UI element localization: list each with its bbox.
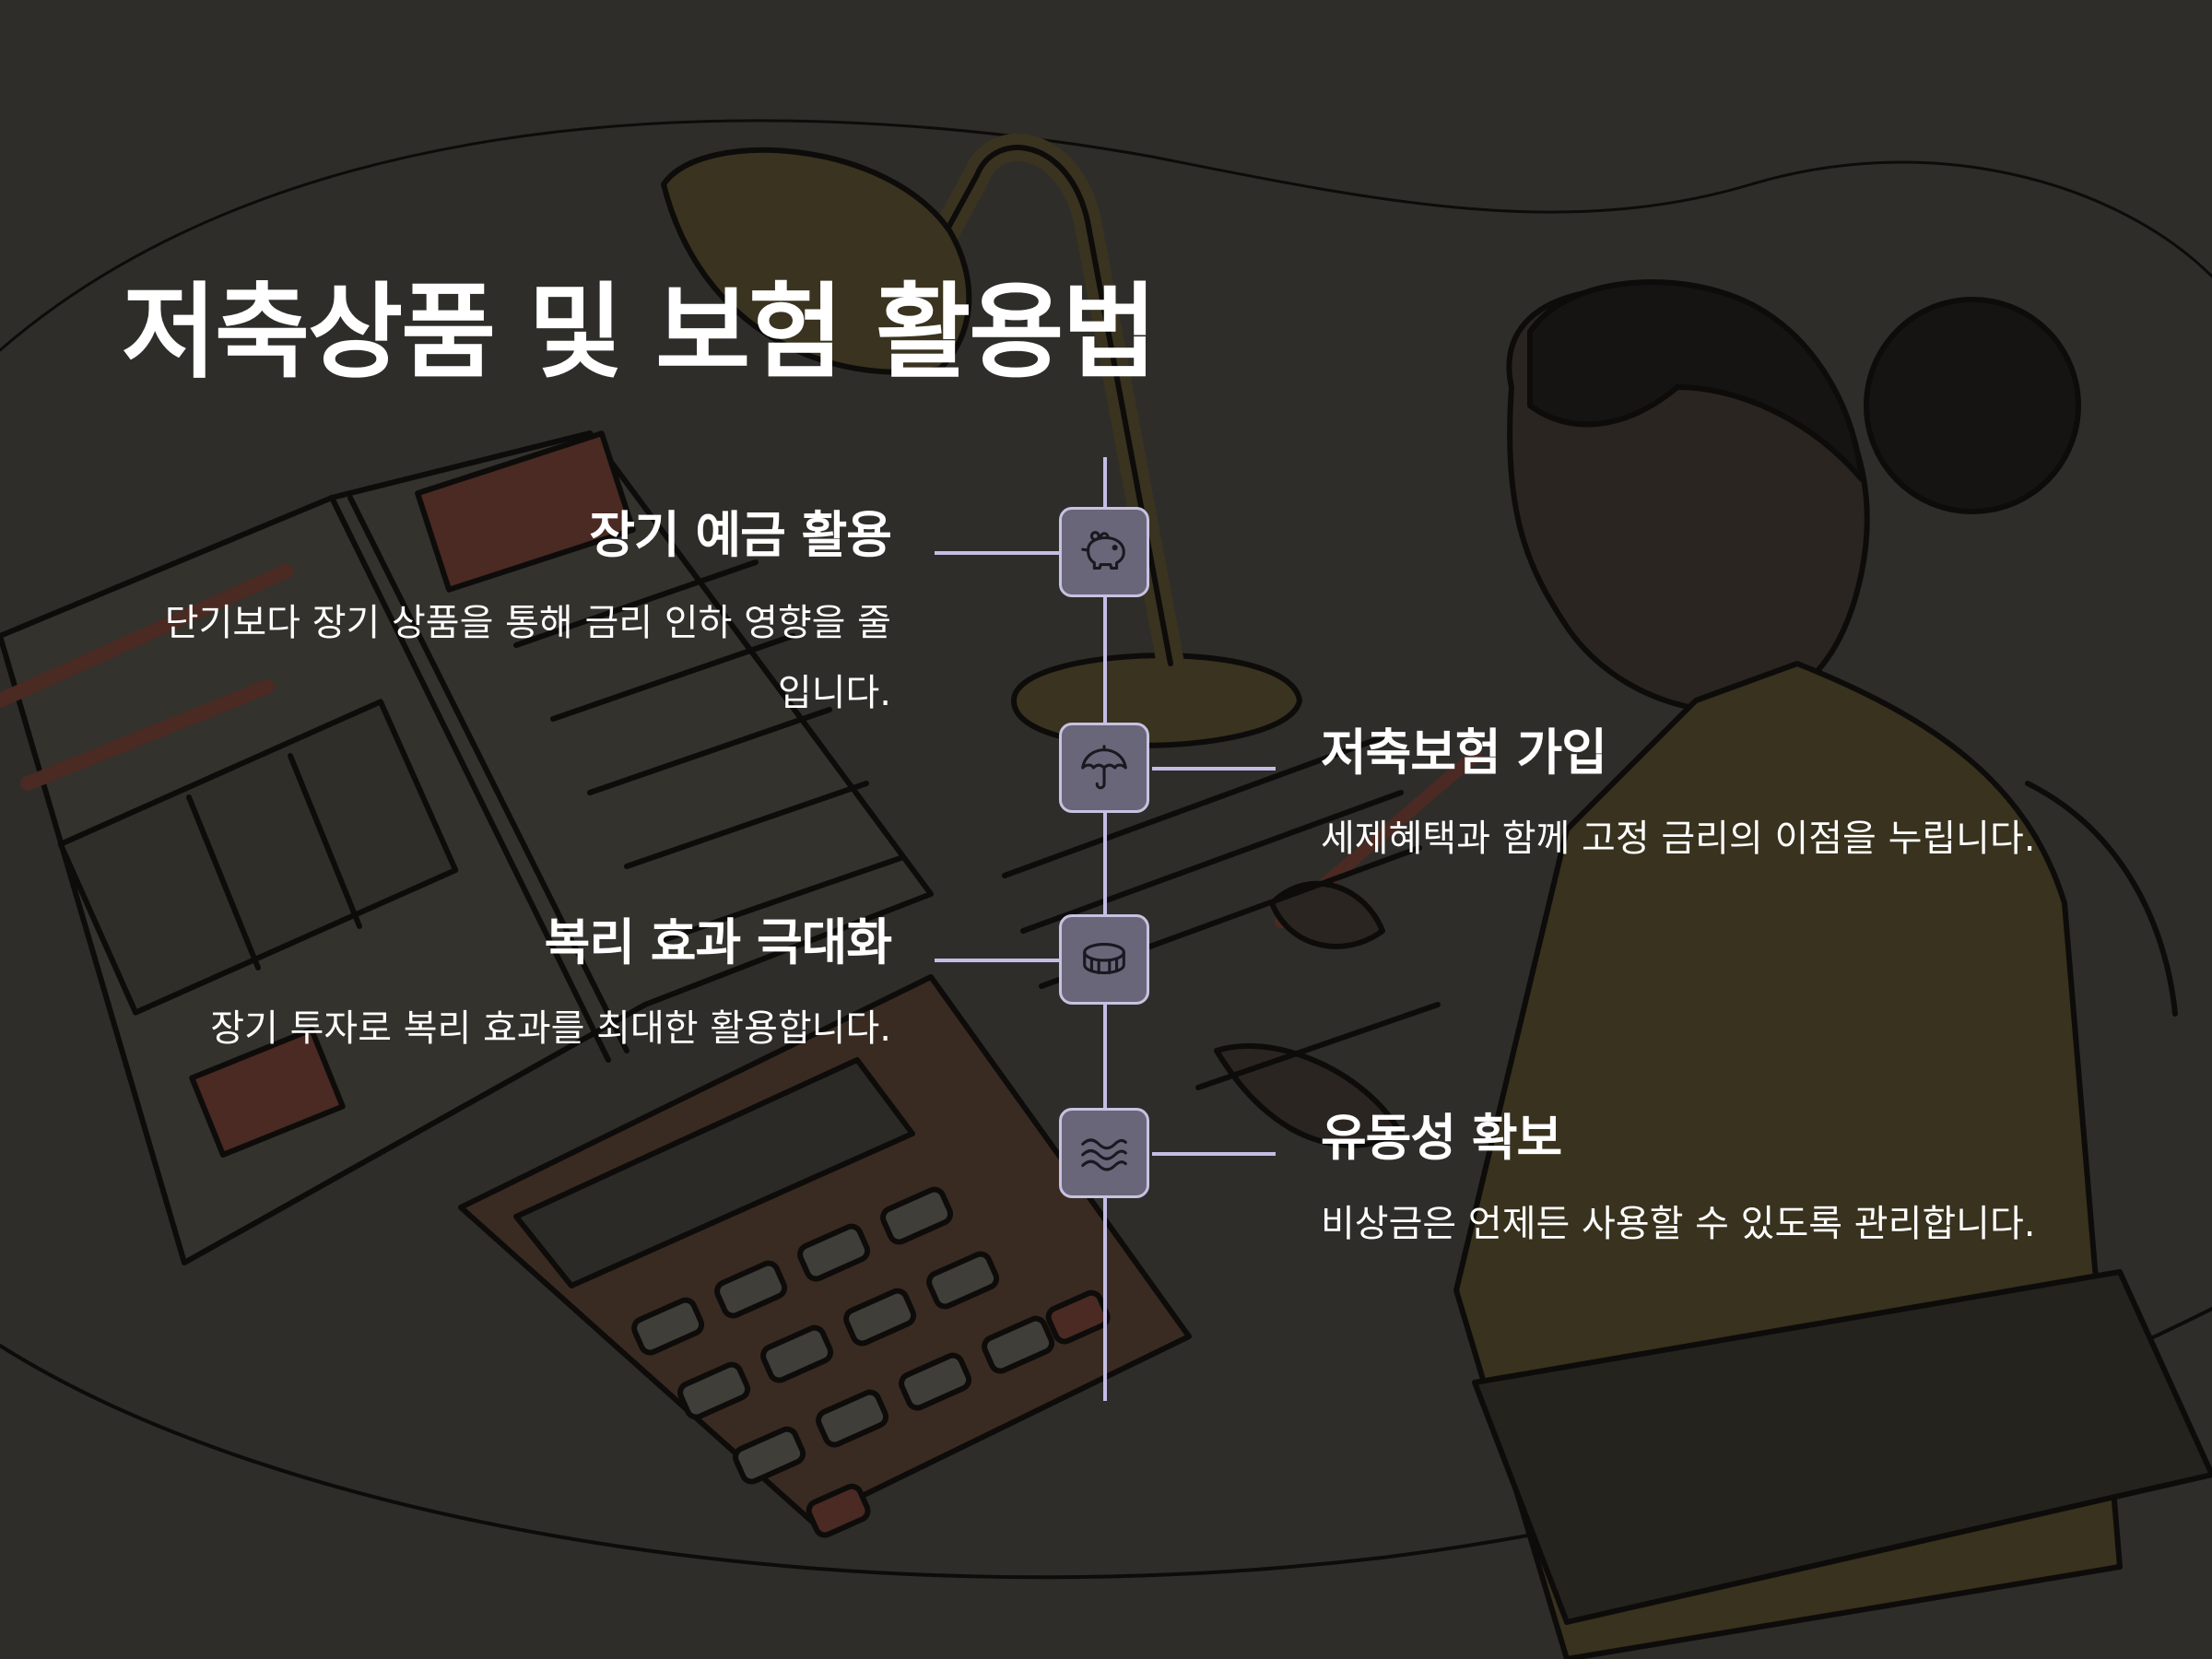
umbrella-icon	[1081, 745, 1127, 790]
connector-1	[935, 551, 1060, 555]
page-title: 저축상품 및 보험 활용법	[122, 273, 1157, 393]
coins-icon	[1083, 942, 1125, 975]
item-desc-long-term-deposit: 단기보다 장기 상품을 통해 금리 인하 영향을 줄입니다.	[164, 602, 891, 714]
connector-4	[1152, 1152, 1276, 1156]
item-title-long-term-deposit: 장기 예금 활용	[589, 506, 892, 564]
waves-icon	[1081, 1138, 1127, 1171]
piggy-bank-icon	[1081, 531, 1125, 570]
timeline-node-3	[1059, 914, 1149, 1005]
item-title-liquidity: 유동성 확보	[1321, 1109, 1562, 1167]
timeline-node-2	[1059, 723, 1149, 813]
connector-2	[1152, 767, 1276, 771]
item-desc-liquidity: 비상금은 언제든 사용할 수 있도록 관리합니다.	[1321, 1203, 2036, 1245]
timeline-node-4	[1059, 1108, 1149, 1198]
item-title-savings-insurance: 저축보험 가입	[1321, 724, 1607, 782]
item-desc-compound-interest: 장기 투자로 복리 효과를 최대한 활용합니다.	[210, 1007, 891, 1050]
connector-3	[935, 959, 1060, 962]
item-desc-savings-insurance: 세제혜택과 함께 고정 금리의 이점을 누립니다.	[1321, 818, 2036, 860]
item-title-compound-interest: 복리 효과 극대화	[544, 913, 892, 971]
timeline-node-1	[1059, 507, 1149, 597]
